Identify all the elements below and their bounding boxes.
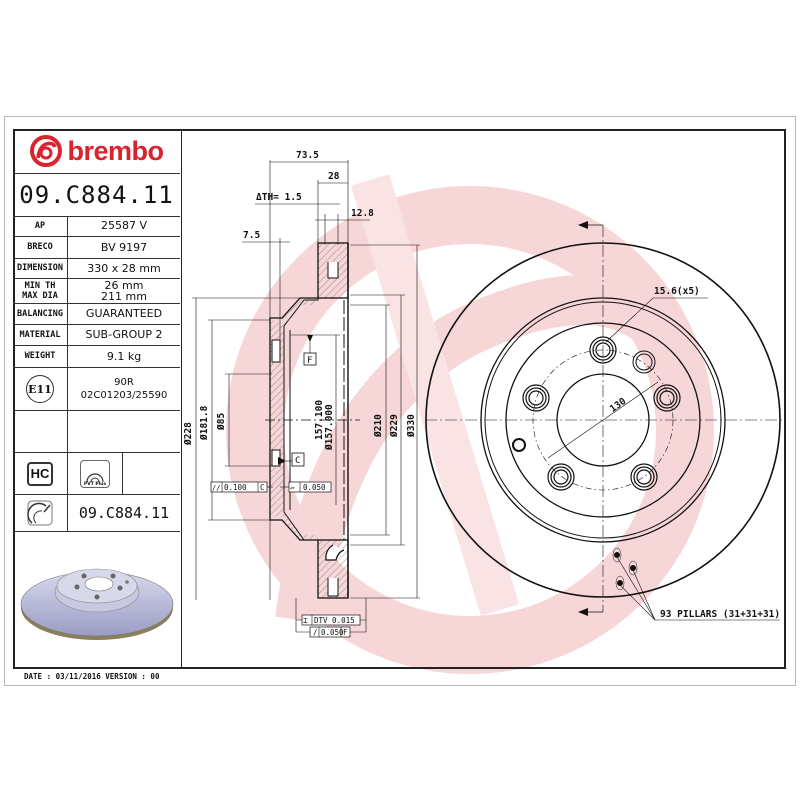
spec-value: 26 mm 211 mm <box>68 279 180 303</box>
sheet-frame <box>13 129 786 669</box>
datum-f: F <box>307 356 312 366</box>
min-th-value: 26 mm <box>104 279 144 292</box>
tol-dtv-value: DTV 0.015 <box>314 616 355 625</box>
dim-73-5: 73.5 <box>296 150 319 161</box>
dim-dia-181-8: Ø181.8 <box>199 405 210 441</box>
tol-parallel-ref: C <box>260 483 265 492</box>
brand-header: brembo <box>13 129 180 174</box>
dim-dia-229: Ø229 <box>389 414 400 438</box>
spec-value: 9.1 kg <box>106 349 142 363</box>
hc-icon-cell: HC <box>13 453 68 494</box>
approval-text: 90R 02C01203/25590 <box>68 368 180 410</box>
spec-row-material: MATERIAL SUB-GROUP 2 <box>13 325 180 346</box>
spec-label: BALANCING <box>13 304 68 324</box>
min-th-label: MIN TH <box>24 281 56 291</box>
bolt-hole-label: 15.6(x5) <box>654 286 700 297</box>
max-dia-value: 211 mm <box>101 290 147 303</box>
tol-runout-symbol: / <box>313 628 318 637</box>
dim-12-8: 12.8 <box>351 208 374 219</box>
front-view <box>425 221 785 621</box>
dim-7-5: 7.5 <box>243 230 260 241</box>
spec-label: WEIGHT <box>13 346 68 367</box>
spec-row-dimension: DIMENSION 330 x 28 mm <box>13 259 180 279</box>
tol-dtv-symbol: ⌶ <box>303 616 308 625</box>
hc-icon: HC <box>27 461 53 486</box>
part-number: 09.C884.11 <box>13 173 180 217</box>
e11-badge: E11 <box>26 375 54 403</box>
sheet-outer-border <box>4 116 796 686</box>
brake-disc-render <box>20 568 173 640</box>
tol-flatness-value: 0.050 <box>303 483 326 492</box>
approval-line1: 90R <box>114 377 134 388</box>
tol-flatness-symbol: ▱ <box>290 483 295 492</box>
secondary-part-number: 09.C884.11 <box>78 504 170 522</box>
pvt-plus-icon: PVT Plus <box>80 459 110 488</box>
blank-cell <box>13 411 68 452</box>
spec-row-min-th-max-dia: MIN TH MAX DIA 26 mm 211 mm <box>13 279 180 304</box>
dim-dia-210: Ø210 <box>373 414 384 438</box>
bolt-holes <box>522 336 681 491</box>
dim-dia-228: Ø228 <box>183 422 194 446</box>
dim-dia-330: Ø330 <box>406 414 417 438</box>
dim-dia-157-000: Ø157.000 <box>324 404 335 451</box>
product-image <box>13 532 180 669</box>
pvt-cell: PVT Plus <box>68 453 123 494</box>
secondary-part-row: 09.C884.11 <box>13 495 180 532</box>
blank-row <box>13 411 180 453</box>
spec-label: BRECO <box>13 237 68 258</box>
dim-dia-157-100: 157.100 <box>314 400 325 440</box>
dim-28: 28 <box>328 171 340 182</box>
title-block: brembo 09.C884.11 AP 25587 V BRECO BV 91… <box>13 129 182 669</box>
feature-icons-row: HC PVT Plus <box>13 453 180 495</box>
disc-vent-icon <box>86 472 104 482</box>
spec-row-balancing: BALANCING GUARANTEED <box>13 304 180 325</box>
spec-row-breco: BRECO BV 9197 <box>13 237 180 259</box>
brembo-logo-icon <box>30 135 63 167</box>
spec-value: 330 x 28 mm <box>87 261 161 275</box>
tol-runout-ref: F <box>343 628 348 637</box>
dim-dia-85: Ø85 <box>216 413 227 431</box>
max-dia-label: MAX DIA <box>22 291 58 301</box>
datum-c: C <box>295 456 300 466</box>
section-view <box>192 160 420 638</box>
tol-parallel-symbol: // <box>212 484 220 492</box>
spec-value: BV 9197 <box>100 240 148 254</box>
pvt-plus-label: PVT Plus <box>83 481 107 487</box>
spec-row-weight: WEIGHT 9.1 kg <box>13 346 180 368</box>
disc-profile-icon <box>27 500 53 526</box>
spec-label: MATERIAL <box>13 325 68 345</box>
spec-value: SUB-GROUP 2 <box>85 328 163 341</box>
pillars-label: 93 PILLARS (31+31+31) <box>660 609 780 620</box>
spec-label: MIN TH MAX DIA <box>13 279 68 303</box>
approval-line2: 02C01203/25590 <box>80 390 168 401</box>
approval-row: E11 90R 02C01203/25590 <box>13 368 180 411</box>
spec-label: AP <box>13 216 68 236</box>
spec-label: DIMENSION <box>13 259 68 278</box>
disc-profile-icon-cell <box>13 495 68 531</box>
approval-badge-cell: E11 <box>13 368 68 410</box>
dim-delta-th: ΔTH= 1.5 <box>256 192 302 203</box>
spec-row-ap: AP 25587 V <box>13 216 180 237</box>
brand-name: brembo <box>67 135 164 166</box>
date-version: DATE : 03/11/2016 VERSION : 00 <box>24 672 160 681</box>
spec-value: GUARANTEED <box>85 307 163 320</box>
tol-runout-value: 0.050 <box>321 628 344 637</box>
spec-value: 25587 V <box>100 219 147 232</box>
tol-parallel-value: 0.100 <box>224 483 247 492</box>
